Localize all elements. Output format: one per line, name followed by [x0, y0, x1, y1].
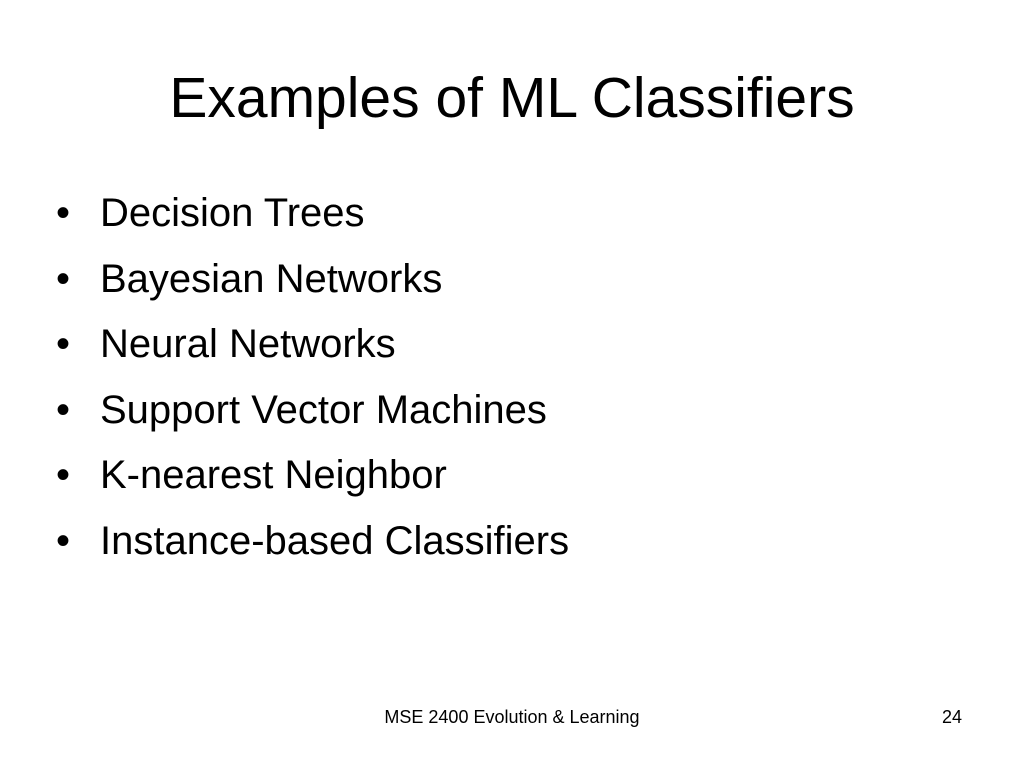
bullet-icon: • [56, 518, 71, 563]
bullet-text: Decision Trees [100, 191, 365, 235]
bullet-icon: • [56, 322, 71, 367]
slide-title: Examples of ML Classifiers [169, 66, 855, 130]
page-number: 24 [941, 707, 962, 727]
bullet-text: Bayesian Networks [100, 256, 443, 301]
bullet-text: Neural Networks [100, 322, 396, 367]
bullet-icon: • [56, 453, 71, 498]
bullet-icon: • [56, 191, 71, 235]
footer-course-title: MSE 2400 Evolution & Learning [384, 707, 640, 727]
bullet-text: Support Vector Machines [100, 387, 547, 432]
bullet-text: Instance-based Classifiers [100, 518, 570, 563]
bullet-text: K-nearest Neighbor [100, 453, 447, 498]
bullet-icon: • [56, 387, 71, 432]
bullet-icon: • [56, 256, 71, 301]
